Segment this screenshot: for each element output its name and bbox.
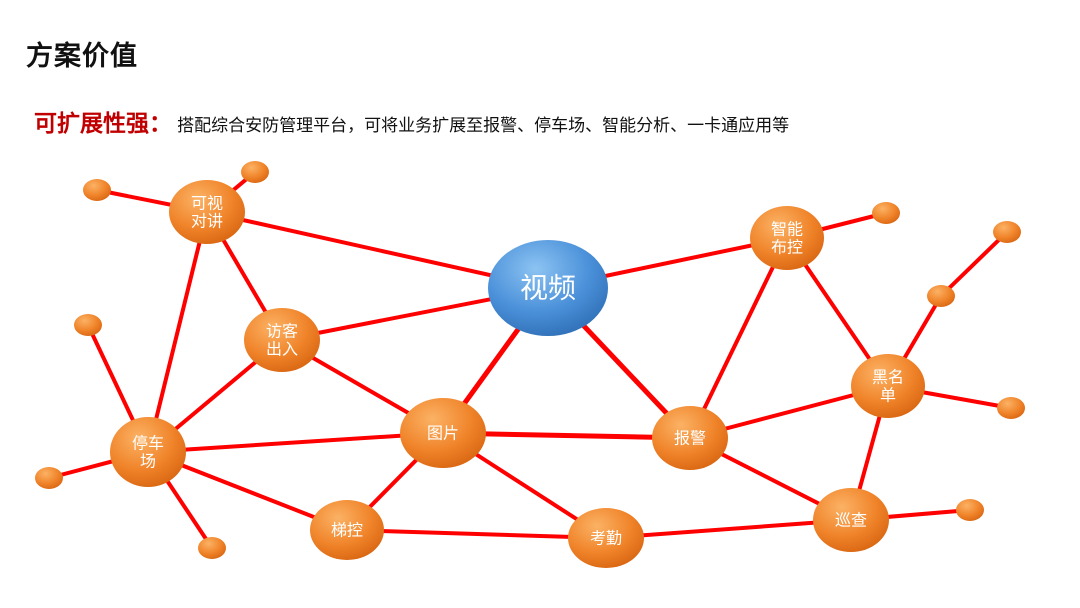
node-patrol-shape [813,488,889,552]
nodes-layer: 视频可视对讲访客出入停车场图片报警智能布控黑名单梯控考勤巡查 [35,161,1025,568]
node-smart-label: 智能 [771,220,803,239]
edge-elevator-attendance [345,528,608,540]
satellite-node [83,179,111,201]
node-smart-label: 布控 [771,238,803,257]
node-patrol-label: 巡查 [835,511,867,530]
satellite-node [241,161,269,183]
node-intercom-shape [169,180,245,244]
satellite-node [198,537,226,559]
edge-alarm-smart [688,236,789,440]
node-blacklist: 黑名单 [851,354,925,418]
node-elevator-shape [310,500,384,560]
node-blacklist-label: 单 [880,386,896,405]
node-visitor-shape [244,308,320,372]
node-video: 视频 [488,240,608,336]
node-smart-shape [750,206,824,270]
node-elevator-label: 梯控 [331,521,363,540]
node-visitor-label: 访客 [266,322,298,341]
node-alarm-shape [652,406,728,470]
node-parking-shape [110,417,186,487]
satellite-node [35,467,63,489]
node-attendance-shape [568,508,644,568]
satellite-node [927,285,955,307]
node-parking-label: 场 [140,452,156,471]
node-intercom-label: 对讲 [191,212,223,231]
node-visitor-label: 出入 [266,340,298,359]
node-picture-shape [400,398,486,468]
edge-parking-picture [146,431,445,454]
satellite-node [872,202,900,224]
subtitle: 可扩展性强： 搭配综合安防管理平台，可将业务扩展至报警、停车场、智能分析、一卡通… [34,104,789,138]
node-picture-label: 图片 [427,424,459,443]
node-parking: 停车场 [110,417,186,487]
node-attendance-label: 考勤 [590,529,622,548]
satellite-node [956,499,984,521]
node-blacklist-label: 黑名 [872,368,904,387]
satellite-node [997,397,1025,419]
node-video-label: 视频 [520,272,576,305]
satellite-node [993,221,1021,243]
subtitle-text: 搭配综合安防管理平台，可将业务扩展至报警、停车场、智能分析、一卡通应用等 [177,116,790,136]
node-elevator: 梯控 [310,500,384,560]
edge-intercom-parking [146,210,209,454]
subtitle-key: 可扩展性强： [34,111,172,137]
node-intercom-label: 可视 [191,194,223,213]
edge-s7-s8 [939,230,1009,298]
node-alarm-label: 报警 [674,429,706,448]
satellite-node [74,314,102,336]
node-alarm: 报警 [652,406,728,470]
page-title: 方案价值 [26,41,138,72]
node-video-shape [488,240,608,336]
edge-attendance-patrol [604,518,853,540]
node-patrol: 巡查 [813,488,889,552]
node-blacklist-shape [851,354,925,418]
node-picture: 图片 [400,398,486,468]
node-attendance: 考勤 [568,508,644,568]
node-parking-label: 停车 [132,434,164,453]
